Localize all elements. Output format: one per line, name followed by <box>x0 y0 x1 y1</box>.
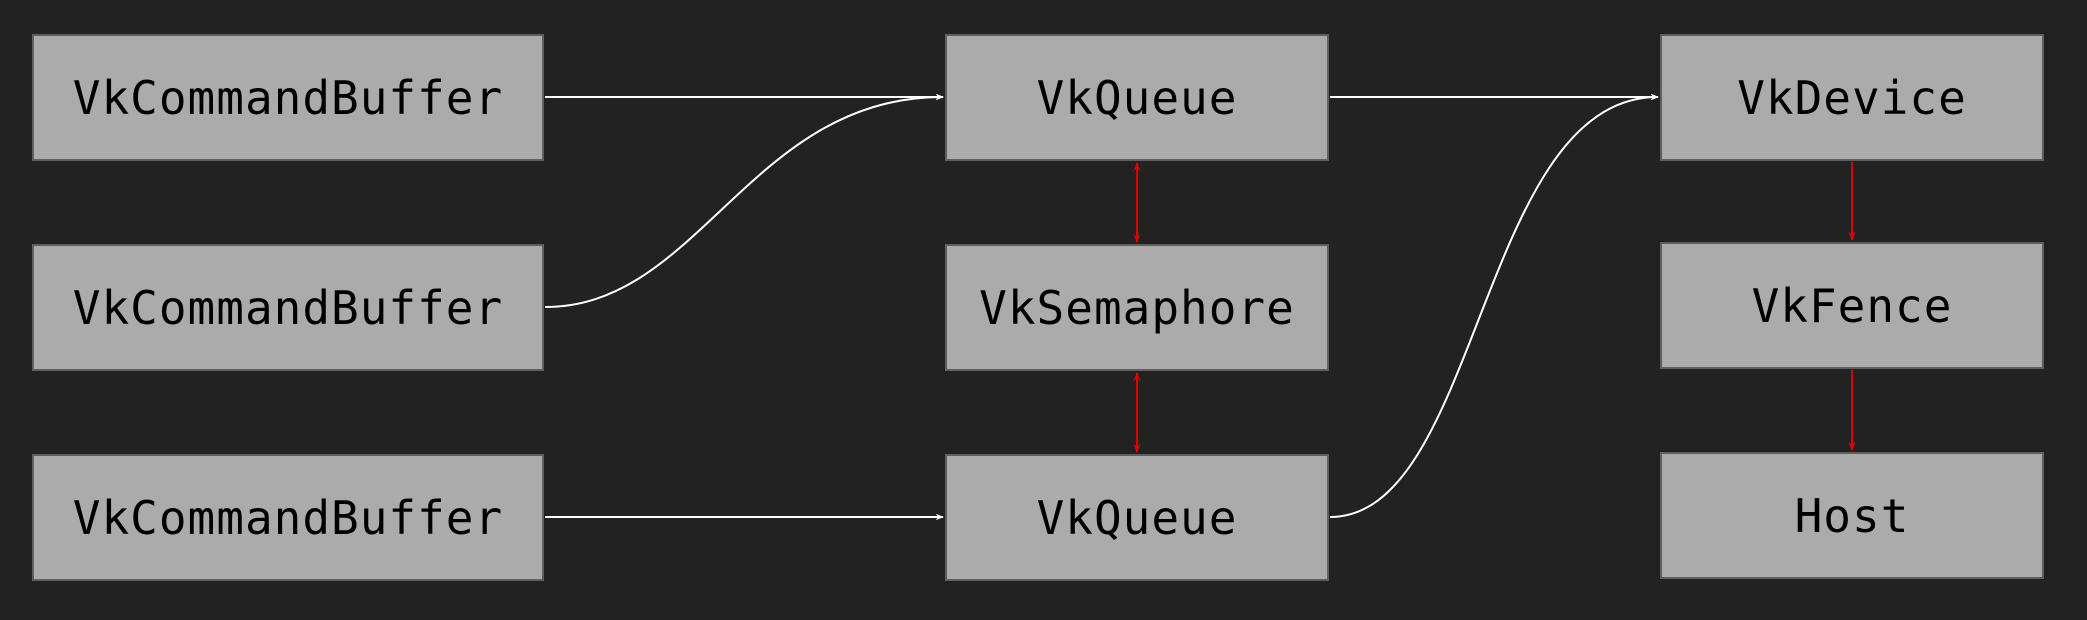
node-semaphore: VkSemaphore <box>945 244 1329 371</box>
node-queue-1: VkQueue <box>945 34 1329 161</box>
edge-queue2-to-device <box>1329 93 1659 518</box>
node-command-buffer-2: VkCommandBuffer <box>32 244 544 371</box>
node-command-buffer-3: VkCommandBuffer <box>32 454 544 581</box>
edge-cb2-to-queue1 <box>544 93 944 308</box>
node-device: VkDevice <box>1660 34 2044 161</box>
node-queue-2: VkQueue <box>945 454 1329 581</box>
node-host: Host <box>1660 452 2044 579</box>
node-command-buffer-1: VkCommandBuffer <box>32 34 544 161</box>
node-fence: VkFence <box>1660 242 2044 369</box>
